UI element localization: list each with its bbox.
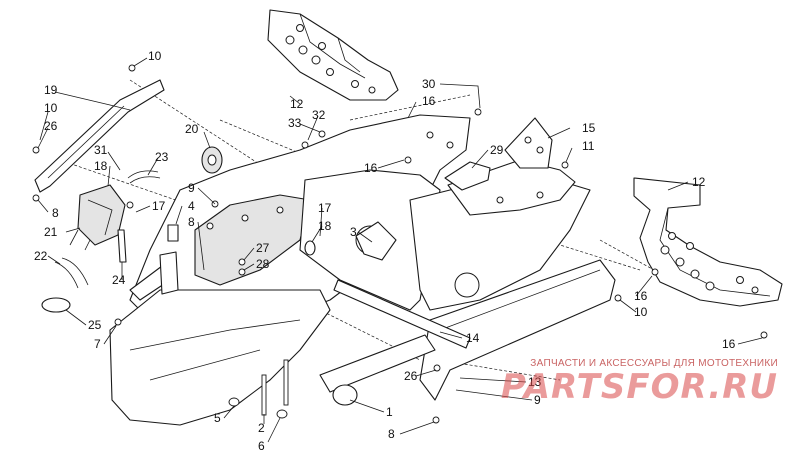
callout-29: 29: [490, 143, 504, 157]
callout-10: 10: [148, 49, 162, 63]
callout-33: 33: [288, 116, 302, 130]
steering-support-bracket: [34, 79, 165, 193]
callout-17: 17: [152, 199, 166, 213]
callout-16: 16: [364, 161, 378, 175]
callout-26: 26: [44, 119, 58, 133]
upper-skid-plate: [267, 9, 399, 101]
callout-27: 27: [256, 241, 270, 255]
callout-8: 8: [188, 215, 195, 229]
callout-10: 10: [634, 305, 648, 319]
callout-26: 26: [404, 369, 418, 383]
callout-28: 28: [256, 257, 270, 271]
callout-13: 13: [528, 375, 542, 389]
oil-injection-pump: [69, 184, 126, 251]
callout-23: 23: [155, 150, 169, 164]
callout-17: 17: [318, 201, 332, 215]
callout-22: 22: [34, 249, 48, 263]
watermark-tagline: ЗАПЧАСТИ И АКСЕССУАРЫ ДЛЯ МОТОТЕХНИКИ: [530, 358, 778, 369]
callout-31: 31: [94, 143, 108, 157]
misc-parts: [32, 64, 768, 424]
callout-labels: 10 19 10 26 20 31 23 18 8 17 21 9 4 8 22…: [34, 49, 736, 453]
callout-9: 9: [534, 393, 541, 407]
callout-25: 25: [88, 318, 102, 332]
callout-14: 14: [466, 331, 480, 345]
callout-3: 3: [350, 225, 357, 239]
callout-18: 18: [94, 159, 108, 173]
callout-9: 9: [188, 181, 195, 195]
callout-16: 16: [422, 94, 436, 108]
callout-19: 19: [44, 83, 58, 97]
callout-7: 7: [94, 337, 101, 351]
watermark: ЗАПЧАСТИ И АКСЕССУАРЫ ДЛЯ МОТОТЕХНИКИ PA…: [478, 358, 778, 405]
callout-32: 32: [312, 108, 326, 122]
right-skid-plate: [633, 177, 783, 307]
callout-5: 5: [214, 411, 221, 425]
callout-12: 12: [692, 175, 706, 189]
callout-16: 16: [722, 337, 736, 351]
callout-18: 18: [318, 219, 332, 233]
callout-8: 8: [52, 206, 59, 220]
watermark-logo: PARTSFOR.RU: [500, 367, 778, 407]
callout-6: 6: [258, 439, 265, 453]
callout-21: 21: [44, 225, 58, 239]
callout-15: 15: [582, 121, 596, 135]
callout-4: 4: [188, 199, 195, 213]
callout-20: 20: [185, 122, 199, 136]
callout-11: 11: [582, 139, 595, 153]
callout-2: 2: [258, 421, 265, 435]
callout-12: 12: [290, 97, 304, 111]
callout-24: 24: [112, 273, 126, 287]
callout-16: 16: [634, 289, 648, 303]
callout-1: 1: [386, 405, 393, 419]
callout-30: 30: [422, 77, 436, 91]
callout-8: 8: [388, 427, 395, 441]
callout-10: 10: [44, 101, 58, 115]
callout-leaders: [37, 57, 763, 443]
